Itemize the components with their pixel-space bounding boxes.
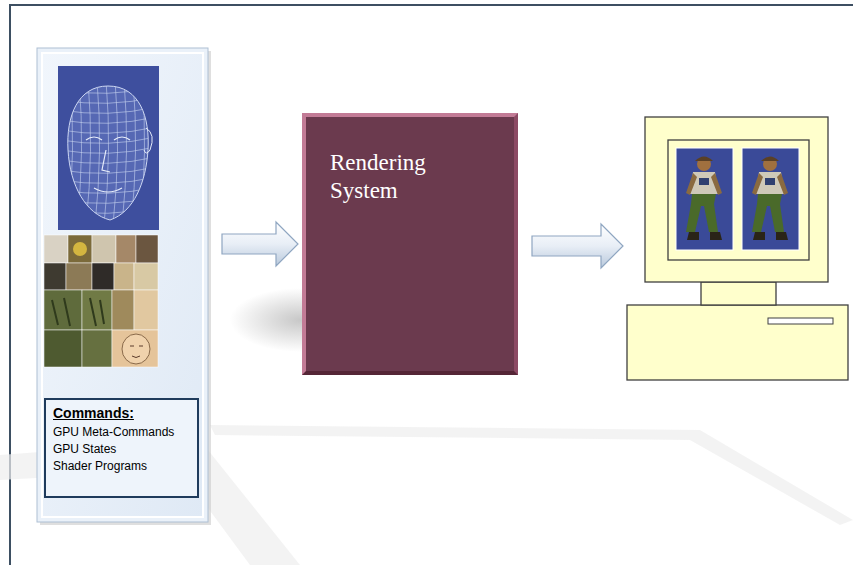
command-item: GPU Meta-Commands [53,424,190,441]
computer-illustration [627,117,848,380]
frame-line [10,5,853,565]
box-label: Rendering System [330,149,470,205]
commands-box: Commands: GPU Meta-CommandsGPU StatesShad… [44,398,199,498]
command-item: GPU States [53,441,190,458]
flow-arrow [222,222,298,266]
input-panel-inner [42,53,203,517]
watermark-band [210,425,853,525]
command-item: Shader Programs [53,458,190,475]
texture-collage [44,235,158,367]
panel-shadow [40,51,211,525]
input-panel [37,48,208,522]
computer-node [627,117,848,380]
process-box: Rendering System [302,113,518,375]
wireframe-face [58,66,159,230]
flow-arrow [532,224,623,268]
input-panel-node: Commands: GPU Meta-CommandsGPU StatesShad… [37,48,208,522]
box-heading: Commands: [53,404,190,422]
rendered-character [676,148,799,250]
